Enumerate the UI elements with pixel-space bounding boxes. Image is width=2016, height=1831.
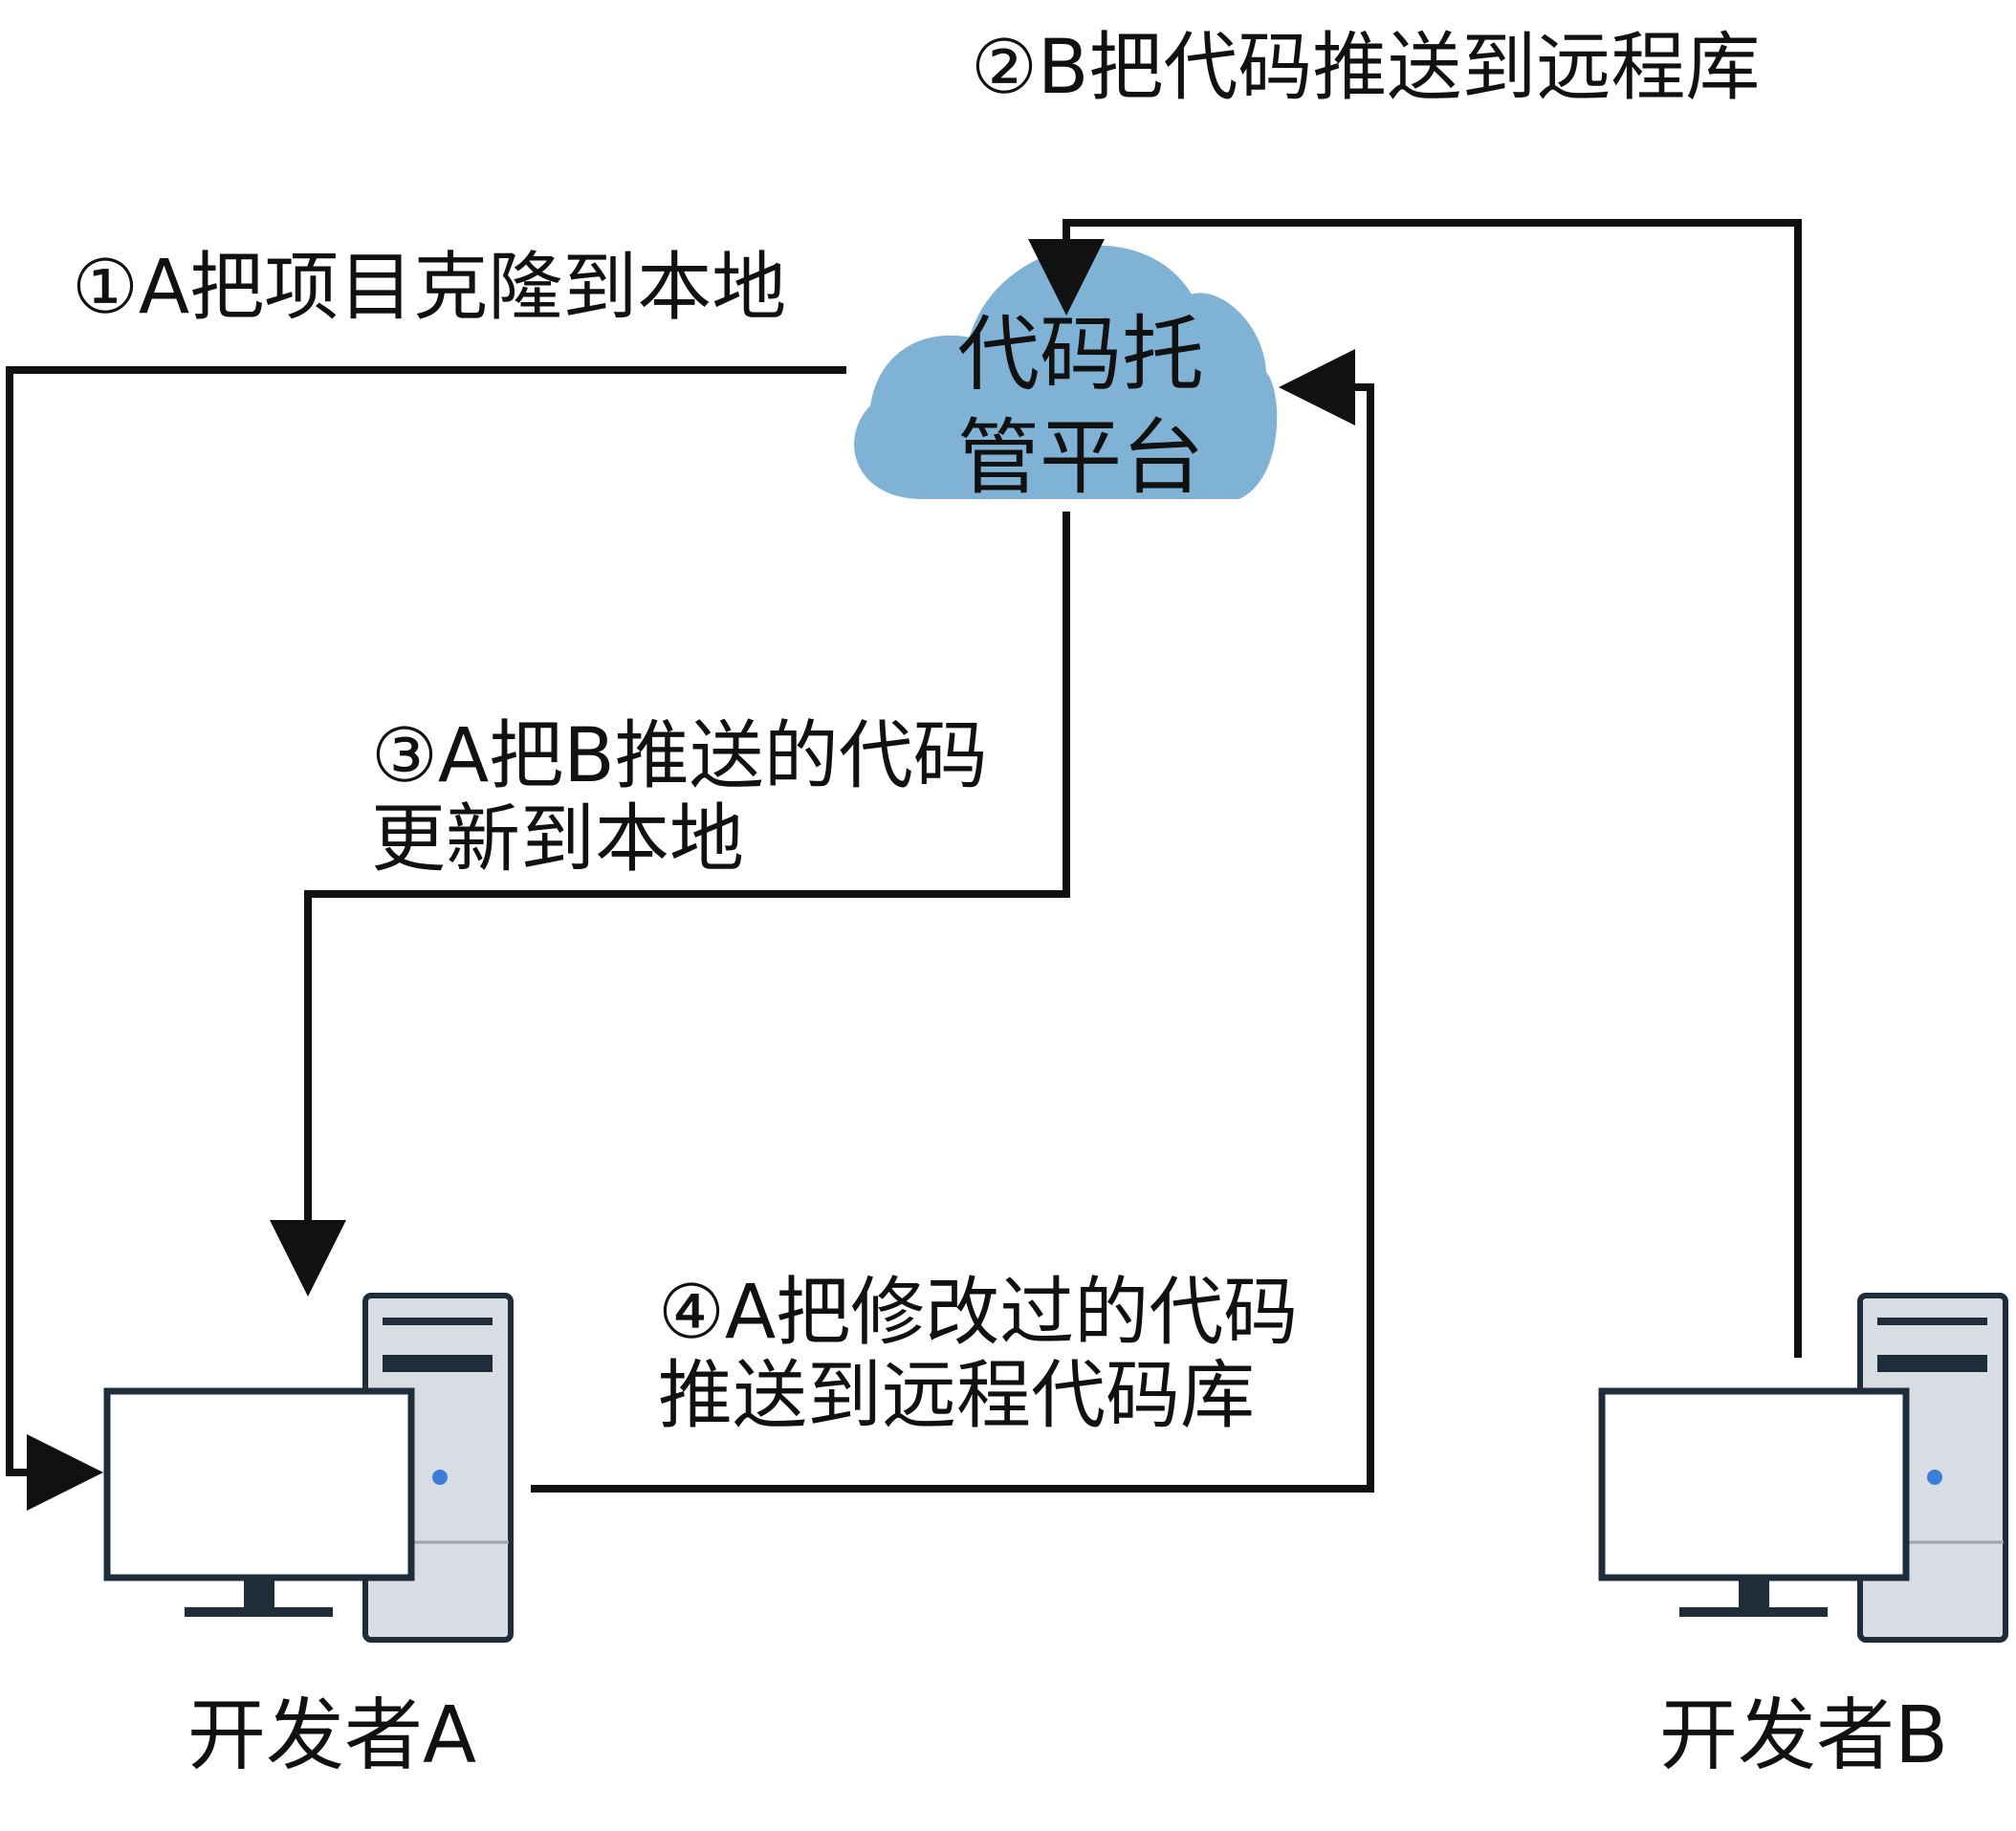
drive-slot-bottom: [1877, 1355, 1987, 1372]
step4-line2: 推送到远程代码库: [658, 1353, 1256, 1440]
step2-label: ②B把代码推送到远程库: [971, 25, 1761, 111]
step4-label: ④A把修改过的代码 推送到远程代码库: [658, 1270, 1299, 1440]
step3-line2: 更新到本地: [371, 796, 745, 883]
monitor-base: [185, 1607, 333, 1617]
power-light: [432, 1470, 448, 1485]
step4-arrow: [531, 349, 1374, 1493]
step1-arrow: [6, 366, 846, 1511]
developer-a-label: 开发者A: [187, 1690, 477, 1781]
cloud-label: 代码托 管平台: [937, 304, 1224, 510]
drive-slot-top: [1877, 1318, 1987, 1325]
drive-slot-top: [383, 1318, 493, 1325]
power-light: [1927, 1470, 1942, 1485]
step1-label: ①A把项目克隆到本地: [72, 245, 787, 331]
connector-lines: [6, 219, 1802, 1511]
drive-slot-bottom: [383, 1355, 493, 1372]
step3-line1: ③A把B推送的代码: [371, 713, 988, 799]
monitor-base: [1679, 1607, 1828, 1617]
developer-b-computer: [1598, 1293, 2008, 1643]
monitor-stem: [244, 1579, 274, 1607]
monitor: [103, 1387, 415, 1581]
monitor: [1598, 1387, 1910, 1581]
developer-a-computer: [103, 1293, 514, 1643]
step4-line1: ④A把修改过的代码: [658, 1270, 1299, 1356]
step3-label: ③A把B推送的代码 更新到本地: [371, 713, 988, 883]
cloud-label-line1: 代码托: [957, 307, 1204, 403]
cloud-label-line2: 管平台: [957, 409, 1204, 506]
step3-arrow: [270, 512, 1070, 1297]
developer-b-label: 开发者B: [1659, 1690, 1949, 1781]
step2-arrow: [1028, 219, 1802, 1358]
monitor-stem: [1739, 1579, 1769, 1607]
